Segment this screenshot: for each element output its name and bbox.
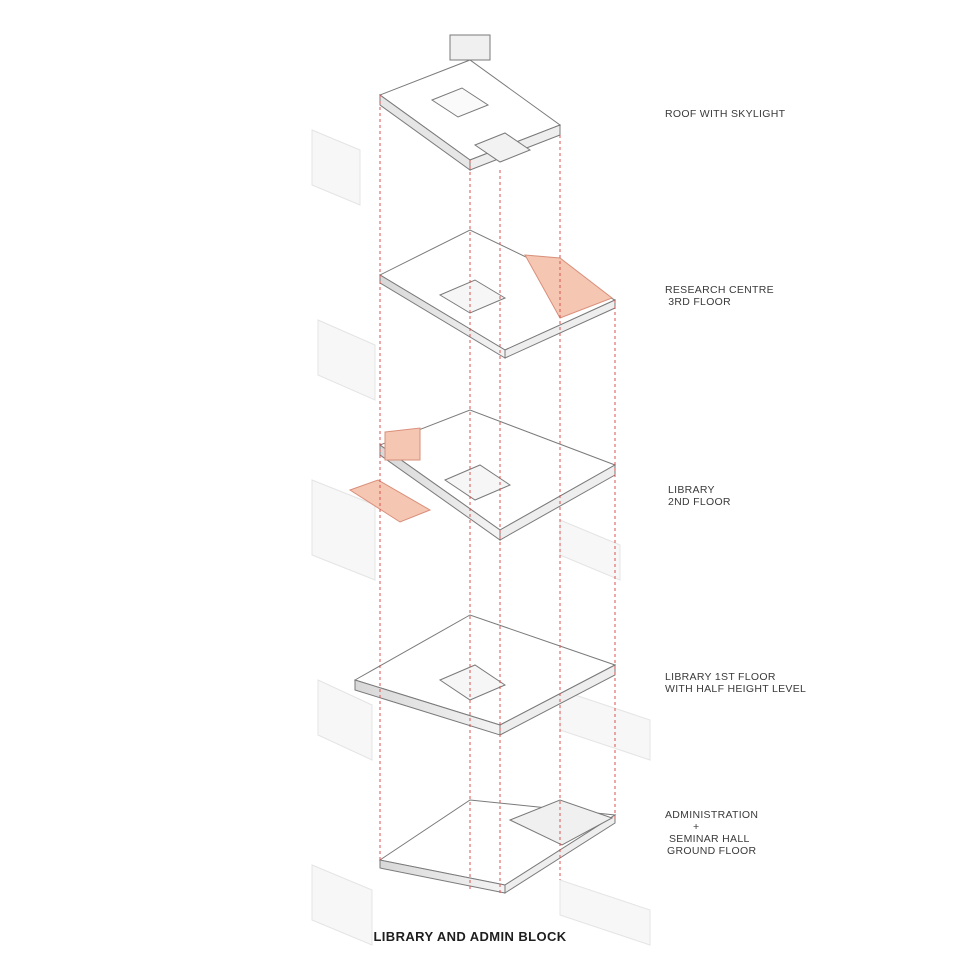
diagram-title: LIBRARY AND ADMIN BLOCK bbox=[373, 929, 567, 944]
roof-layer bbox=[378, 34, 562, 171]
label-line: 3RD FLOOR bbox=[665, 296, 732, 308]
level-label-second-floor: LIBRARY 2ND FLOOR bbox=[668, 484, 731, 508]
research-centre-highlight bbox=[524, 254, 614, 319]
label-line: ADMINISTRATION bbox=[665, 809, 759, 821]
third-floor-layer bbox=[378, 229, 617, 359]
first-floor-layer bbox=[353, 614, 617, 736]
label-line: RESEARCH CENTRE bbox=[665, 284, 774, 296]
level-label-ground-floor: ADMINISTRATION + SEMINAR HALL GROUND FLO… bbox=[665, 809, 758, 857]
ghost-context-left bbox=[311, 129, 376, 946]
second-floor-layer bbox=[348, 409, 617, 541]
ground-floor-layer bbox=[378, 799, 617, 894]
level-label-roof: ROOF WITH SKYLIGHT bbox=[665, 108, 785, 120]
label-line: ROOF WITH SKYLIGHT bbox=[665, 108, 786, 120]
label-line: 2ND FLOOR bbox=[668, 496, 731, 508]
skylight bbox=[430, 87, 490, 118]
label-line: + bbox=[693, 821, 700, 833]
level-label-first-floor: LIBRARY 1ST FLOOR WITH HALF HEIGHT LEVEL bbox=[665, 671, 806, 695]
library-highlight-lower bbox=[348, 479, 432, 523]
guide-lines bbox=[379, 95, 616, 895]
label-line: WITH HALF HEIGHT LEVEL bbox=[665, 683, 807, 695]
label-line: GROUND FLOOR bbox=[667, 845, 757, 857]
label-line: LIBRARY bbox=[668, 484, 715, 496]
library-highlight-upper bbox=[384, 427, 421, 461]
label-line: LIBRARY 1ST FLOOR bbox=[665, 671, 776, 683]
seminar-hall bbox=[508, 799, 614, 846]
level-label-third-floor: RESEARCH CENTRE 3RD FLOOR bbox=[665, 284, 774, 308]
label-line: SEMINAR HALL bbox=[669, 833, 750, 845]
ghost-context-right bbox=[559, 519, 651, 946]
